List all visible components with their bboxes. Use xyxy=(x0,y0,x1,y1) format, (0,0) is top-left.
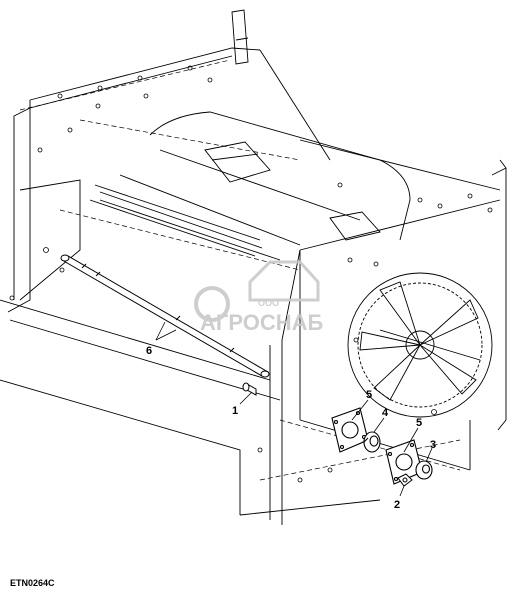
watermark-brand: АГРОСНАБ xyxy=(200,310,324,335)
frame-outline xyxy=(0,9,507,525)
callout-1: 1 xyxy=(232,405,238,417)
drum-housing xyxy=(89,111,411,261)
watermark-prefix: ООО xyxy=(258,298,279,308)
collar xyxy=(415,460,433,480)
bolt xyxy=(242,382,257,396)
leader-lines xyxy=(155,321,433,497)
callout-5b: 5 xyxy=(416,417,422,429)
callout-3: 3 xyxy=(430,439,436,451)
nut xyxy=(397,473,413,487)
callout-6: 6 xyxy=(146,345,152,357)
callout-4: 4 xyxy=(382,407,389,419)
fan-wheel xyxy=(347,272,493,418)
flange-plate-left xyxy=(331,407,369,453)
hidden-lines xyxy=(19,59,461,481)
shaft xyxy=(60,254,270,378)
rivets xyxy=(9,65,493,483)
callout-5a: 5 xyxy=(366,389,372,401)
watermark: ООО АГРОСНАБ xyxy=(194,260,324,335)
callout-2: 2 xyxy=(394,499,400,511)
figure-code: ETN0264C xyxy=(10,578,55,588)
bearing xyxy=(363,431,381,453)
flange-plate-right xyxy=(385,439,423,485)
